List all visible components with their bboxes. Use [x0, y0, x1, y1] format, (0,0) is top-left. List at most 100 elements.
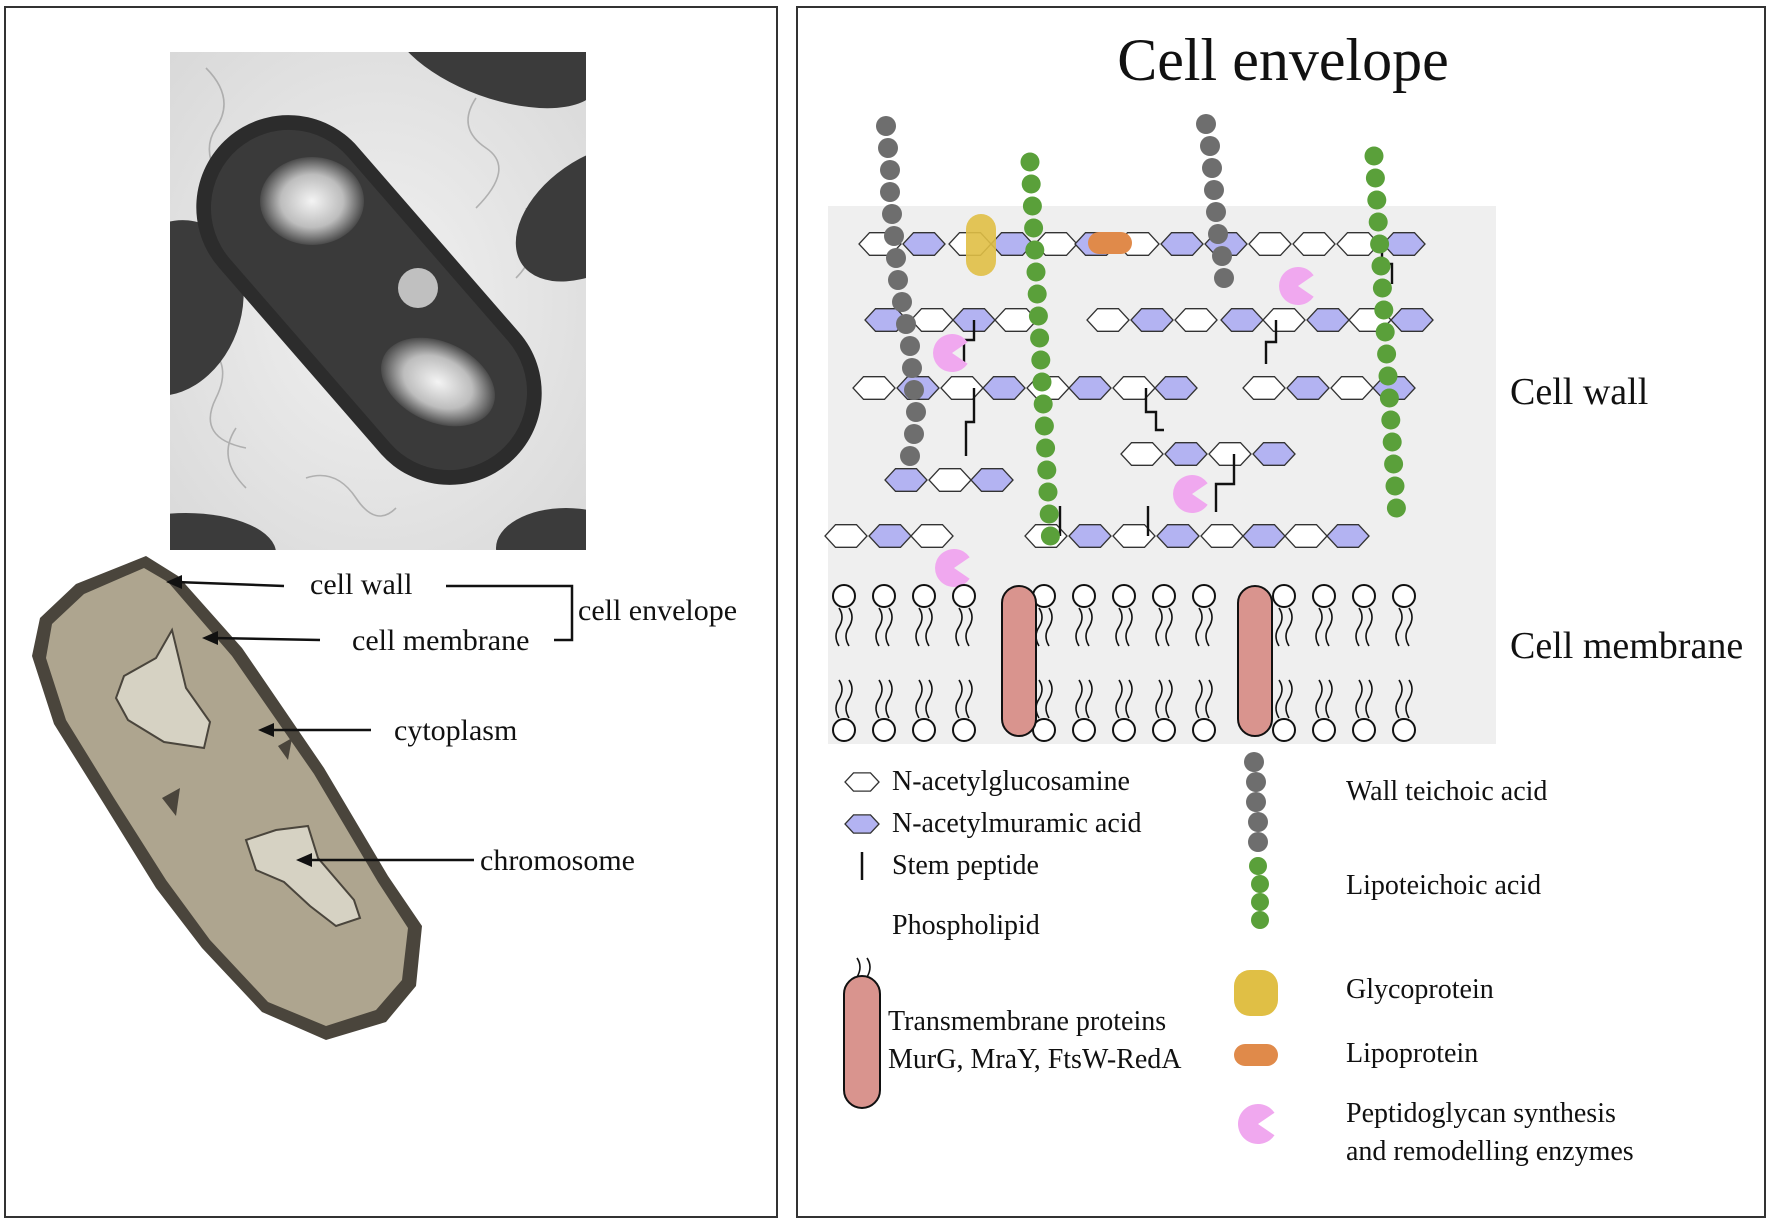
bead: [1040, 526, 1060, 546]
nam-hexagon: [1160, 232, 1204, 256]
phospholipid-tail: [1285, 679, 1293, 719]
phospholipid-tail: [885, 607, 893, 647]
legend-lta-icon: [1249, 857, 1269, 929]
nag-hexagon: [1112, 376, 1156, 400]
lipoprotein-symbol: [1088, 232, 1132, 254]
bead: [1022, 196, 1042, 216]
bead: [888, 270, 908, 290]
enzyme-symbol: [1173, 475, 1208, 513]
phospholipid-head: [872, 584, 896, 608]
bead: [1204, 180, 1224, 200]
bead: [1027, 284, 1047, 304]
bead: [1371, 256, 1391, 276]
bead: [1248, 812, 1268, 832]
bead: [1382, 432, 1402, 452]
legend-stem-peptide-label: Stem peptide: [892, 850, 1039, 881]
phospholipid-tail: [1395, 679, 1403, 719]
phospholipid-head: [1192, 584, 1216, 608]
legend-nam-label: N-acetylmuramic acid: [892, 808, 1142, 839]
phospholipid-tail: [1325, 679, 1333, 719]
phospholipid-head: [1072, 584, 1096, 608]
legend-enzymes-label-1: Peptidoglycan synthesis: [1346, 1098, 1616, 1129]
phospholipid-head: [952, 584, 976, 608]
bead: [1214, 268, 1234, 288]
phospholipid-tail: [845, 607, 853, 647]
right-panel: Cell envelope Cell wall Cell membrane N-…: [796, 6, 1766, 1218]
bead: [1031, 350, 1051, 370]
bead: [904, 380, 924, 400]
lipoteichoic-acid: [1364, 146, 1406, 518]
nag-hexagon: [1336, 232, 1380, 256]
label-cytoplasm: cytoplasm: [394, 714, 517, 747]
nam-hexagon: [1390, 308, 1434, 332]
phospholipid-head: [1152, 718, 1176, 742]
nag-hexagon: [910, 524, 954, 548]
bead: [1196, 114, 1216, 134]
label-cell-membrane-region: Cell membrane: [1510, 625, 1743, 667]
bead: [1039, 504, 1059, 524]
bead: [1370, 234, 1390, 254]
legend-nag-label: N-acetylglucosamine: [892, 766, 1130, 797]
neighbour-cell: [170, 513, 276, 550]
nag-hexagon: [1248, 232, 1292, 256]
phospholipid-head: [1272, 718, 1296, 742]
bead: [906, 402, 926, 422]
phospholipid-tail: [925, 679, 933, 719]
phospholipid-tail: [1155, 607, 1163, 647]
wall-teichoic-acid: [876, 116, 926, 466]
bead: [880, 182, 900, 202]
bead: [1037, 460, 1057, 480]
nag-hexagon: [1262, 308, 1306, 332]
phospholipid: [832, 679, 856, 742]
label-cell-envelope: cell envelope: [578, 594, 737, 627]
phospholipid-head: [832, 584, 856, 608]
bead: [1028, 306, 1048, 326]
phospholipid-tail: [925, 607, 933, 647]
phospholipid-tail: [1075, 679, 1083, 719]
phospholipid-tail: [1165, 607, 1173, 647]
chromosome-shape: [114, 627, 212, 750]
nam-hexagon: [1242, 524, 1286, 548]
phospholipid-head: [1392, 584, 1416, 608]
phospholipid-tail: [1085, 607, 1093, 647]
phospholipid-tail: [1285, 607, 1293, 647]
phospholipid-tail: [1405, 679, 1413, 719]
nam-hexagon: [1306, 308, 1350, 332]
phospholipid: [1112, 584, 1136, 647]
micrograph-nucleoid: [381, 337, 495, 427]
nag-hexagon: [994, 308, 1038, 332]
nag-hexagon: [1330, 376, 1374, 400]
phospholipid-head: [912, 718, 936, 742]
legend-glycoprotein-icon: [1234, 970, 1278, 1016]
legend-wta-label: Wall teichoic acid: [1346, 776, 1547, 807]
glycoprotein-symbol: [966, 214, 996, 276]
phospholipid: [1112, 679, 1136, 742]
phospholipid: [1312, 679, 1336, 742]
phospholipid-head: [952, 718, 976, 742]
bead: [1249, 857, 1267, 875]
nam-hexagon: [1068, 376, 1112, 400]
nam-hexagon: [884, 468, 928, 492]
nag-hexagon: [1112, 524, 1156, 548]
label-cell-wall-region: Cell wall: [1510, 371, 1648, 413]
legend-wta-icon: [1244, 752, 1268, 852]
bead: [1033, 394, 1053, 414]
phospholipid-tail: [1125, 679, 1133, 719]
bead: [1246, 772, 1266, 792]
transmembrane-protein: [1001, 585, 1037, 737]
bead: [880, 160, 900, 180]
legend-transmembrane-icon: [843, 975, 881, 1109]
phospholipid-tail: [915, 607, 923, 647]
legend: N-acetylglucosamine N-acetylmuramic acid…: [843, 752, 1634, 1167]
phospholipid: [1192, 584, 1216, 647]
nam-hexagon: [1068, 524, 1112, 548]
phospholipid-head: [912, 584, 936, 608]
neighbour-cell: [170, 220, 244, 396]
bead: [882, 204, 902, 224]
phospholipid: [1072, 584, 1096, 647]
label-cell-membrane: cell membrane: [352, 624, 529, 657]
right-panel-canvas: Cell envelope Cell wall Cell membrane N-…: [824, 27, 1743, 1167]
phospholipid: [912, 584, 936, 647]
bead: [1386, 498, 1406, 518]
phospholipid: [1192, 679, 1216, 742]
